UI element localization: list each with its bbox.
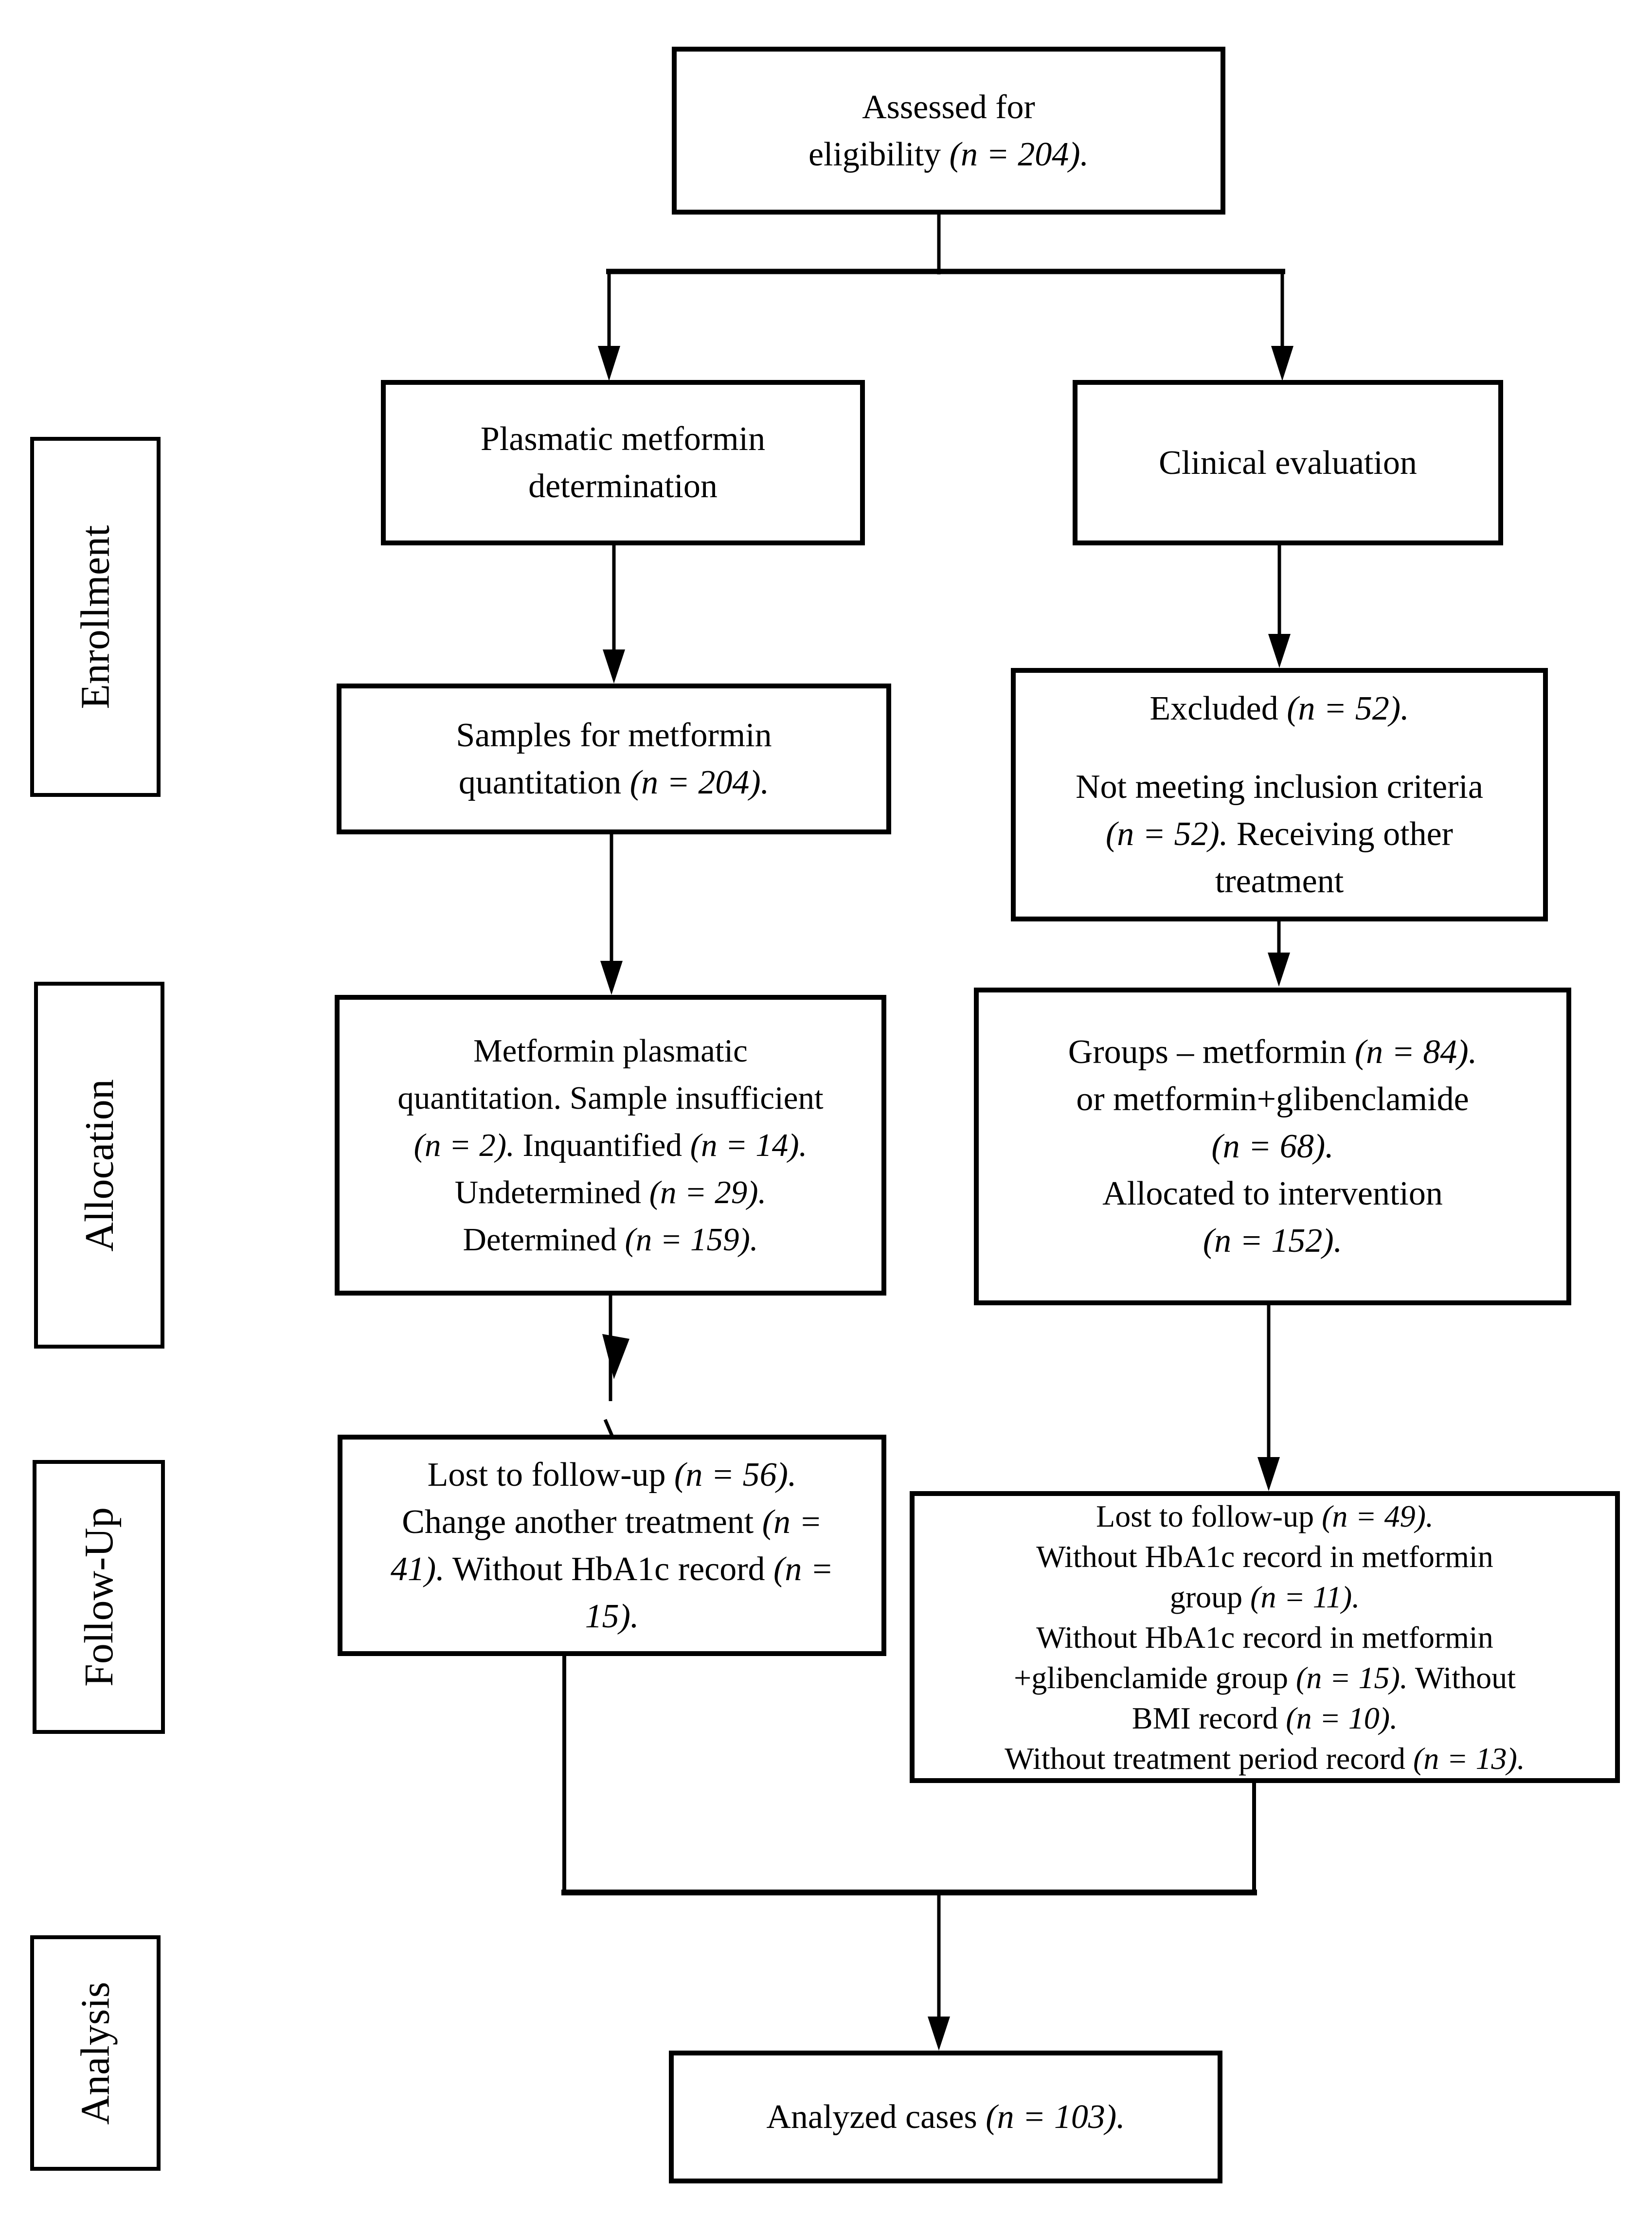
arrowhead-samples-allocleft: [600, 961, 623, 995]
arrowhead-excluded-allocright: [1268, 953, 1290, 987]
box-lost-follow-up-left-text: Lost to follow-up (n = 56).Change anothe…: [390, 1456, 834, 1635]
stage-label-analysis-text: Analysis: [72, 1982, 118, 2125]
stage-label-follow-up: Follow-Up: [33, 1460, 165, 1734]
box-groups-allocated: Groups – metformin (n = 84).or metformin…: [974, 988, 1571, 1305]
arrowhead-allocright-furight: [1257, 1457, 1280, 1491]
stage-label-analysis: Analysis: [30, 1935, 161, 2171]
box-excluded-reasons: Not meeting inclusion criteria(n = 52). …: [1076, 768, 1483, 900]
arrowhead-plasmatic-samples: [603, 649, 625, 684]
stage-label-enrollment: Enrollment: [30, 437, 161, 797]
box-analyzed-cases: Analyzed cases (n = 103).: [669, 2051, 1222, 2183]
box-excluded-headline: Excluded (n = 52).: [1149, 689, 1409, 727]
stage-label-allocation-text: Allocation: [76, 1079, 122, 1252]
box-lost-follow-up-left: Lost to follow-up (n = 56).Change anothe…: [338, 1435, 886, 1656]
box-groups-allocated-text: Groups – metformin (n = 84).or metformin…: [1068, 1033, 1477, 1260]
arrowhead-allocleft-fuleft: [602, 1334, 629, 1379]
arrowhead-split-left: [598, 346, 620, 381]
stage-label-allocation: Allocation: [34, 982, 164, 1349]
box-lost-follow-up-right-text: Lost to follow-up (n = 49).Without HbA1c…: [1005, 1498, 1525, 1776]
box-clinical-evaluation: Clinical evaluation: [1073, 380, 1503, 545]
arrowhead-clinical-excluded: [1268, 634, 1291, 668]
box-lost-follow-up-right: Lost to follow-up (n = 49).Without HbA1c…: [910, 1491, 1620, 1783]
arrowhead-split-right: [1271, 346, 1293, 381]
box-clinical-evaluation-text: Clinical evaluation: [1159, 444, 1417, 482]
box-analyzed-cases-text: Analyzed cases (n = 103).: [766, 2098, 1125, 2136]
arrowhead-merge-analyzed: [928, 2017, 950, 2051]
box-excluded: Excluded (n = 52). Not meeting inclusion…: [1011, 668, 1548, 921]
stage-label-follow-up-text: Follow-Up: [76, 1507, 122, 1687]
stage-label-enrollment-text: Enrollment: [72, 525, 118, 709]
